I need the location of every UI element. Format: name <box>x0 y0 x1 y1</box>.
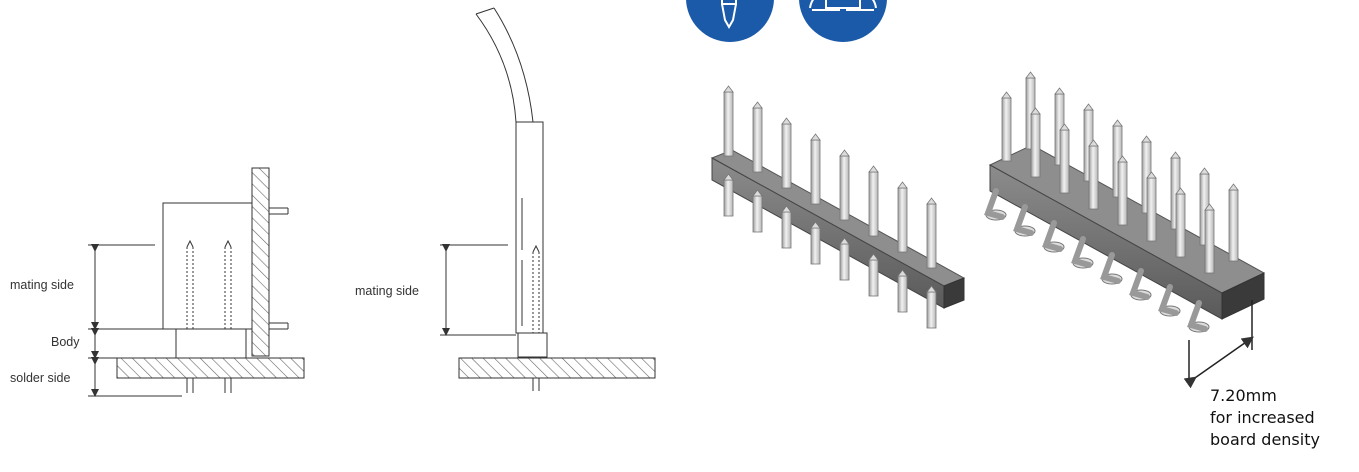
smd-lead <box>1042 220 1063 252</box>
double-row-pin-front <box>1030 107 1041 178</box>
caption-line-3: board density <box>1210 430 1320 449</box>
dimension-caption: 7.20mm for increased board density <box>1210 385 1320 451</box>
double-row-pin-front <box>1059 123 1070 194</box>
single-row-pin-upper <box>723 85 734 157</box>
single-row-body-end <box>943 277 965 309</box>
screwdriver-icon <box>721 0 737 30</box>
double-row-pin-front <box>1117 155 1128 226</box>
caption-line-2: for increased <box>1210 408 1315 427</box>
single-row-pin-upper <box>839 149 850 221</box>
double-row-pin-front <box>1175 187 1186 258</box>
label-mating-side-left: mating side <box>10 278 74 292</box>
smd-lead <box>1129 268 1150 300</box>
double-row-pin-front <box>1088 139 1099 210</box>
single-row-pin-lower <box>926 285 937 329</box>
smd-lead <box>984 188 1005 220</box>
double-row-pin-front <box>1146 171 1157 242</box>
single-row-pin-header <box>710 85 966 329</box>
caption-dimension: 7.20mm <box>1210 386 1277 405</box>
single-row-pin-lower <box>839 237 850 281</box>
single-row-pin-lower <box>868 253 879 297</box>
left-connector-drawing <box>88 167 305 397</box>
single-row-pin-upper <box>926 197 937 269</box>
single-row-pin-lower <box>781 205 792 249</box>
connector-badge <box>799 0 887 42</box>
smd-lead <box>1013 204 1034 236</box>
single-row-pin-upper <box>752 101 763 173</box>
single-row-pin-lower <box>897 269 908 313</box>
label-solder-side: solder side <box>10 371 70 385</box>
label-body: Body <box>51 335 80 349</box>
label-mating-side-middle: mating side <box>355 284 419 298</box>
double-row-pin-back <box>1228 183 1239 262</box>
single-row-pin-lower <box>723 173 734 217</box>
smd-lead <box>1071 236 1092 268</box>
single-row-pin-upper <box>781 117 792 189</box>
smd-lead <box>1100 252 1121 284</box>
double-row-pin-front <box>1001 91 1012 162</box>
smd-lead <box>1187 300 1208 332</box>
connector-icon <box>809 0 877 11</box>
single-row-pin-upper <box>897 181 908 253</box>
double-row-pin-front <box>1204 203 1215 274</box>
left-pcb <box>116 357 305 379</box>
single-row-pin-lower <box>810 221 821 265</box>
double-row-body-end <box>1221 272 1265 320</box>
double-row-pin-header <box>984 71 1266 333</box>
smd-lead <box>1158 284 1179 316</box>
dimension-7-20mm <box>1183 300 1254 389</box>
single-row-pin-upper <box>810 133 821 205</box>
single-row-body-side <box>711 157 945 309</box>
single-row-pin-lower <box>752 189 763 233</box>
middle-connector-drawing <box>440 7 656 391</box>
single-row-body-top <box>710 149 966 287</box>
screwdriver-badge <box>686 0 774 42</box>
left-wall <box>251 167 270 357</box>
single-row-pin-upper <box>868 165 879 237</box>
double-row-pin-back <box>1054 87 1065 166</box>
